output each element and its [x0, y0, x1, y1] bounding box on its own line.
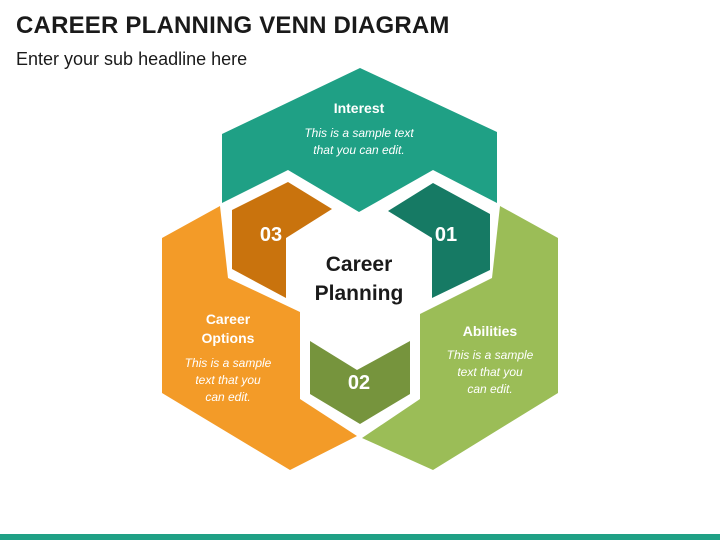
- tab-02: [310, 341, 410, 424]
- career-options-heading: Options: [202, 330, 255, 346]
- abilities-segment: [362, 206, 558, 470]
- tab-03: [232, 182, 332, 298]
- number-01: 01: [435, 224, 457, 246]
- number-03: 03: [260, 224, 282, 246]
- abilities-body-line: This is a sample: [447, 348, 534, 362]
- abilities-heading: Abilities: [463, 323, 518, 339]
- interest-body-line: This is a sample text: [304, 126, 414, 140]
- center-label-line: Planning: [315, 282, 404, 305]
- number-02: 02: [348, 372, 370, 394]
- tab-01: [388, 183, 490, 298]
- career-options-segment: [162, 206, 357, 470]
- career-options-heading: Career: [206, 311, 251, 327]
- career-options-body-line: can edit.: [205, 390, 250, 404]
- footer-bar: [0, 534, 720, 540]
- page-title: CAREER PLANNING VENN DIAGRAM: [16, 12, 450, 39]
- career-options-body-line: This is a sample: [185, 356, 272, 370]
- interest-segment: [222, 68, 497, 212]
- career-options-body-line: text that you: [195, 373, 261, 387]
- interest-heading: Interest: [334, 100, 385, 116]
- abilities-body-line: text that you: [457, 365, 523, 379]
- interest-body-line: that you can edit.: [313, 143, 404, 157]
- abilities-body-line: can edit.: [467, 382, 512, 396]
- center-label-line: Career: [326, 253, 393, 276]
- page-subtitle: Enter your sub headline here: [16, 49, 248, 69]
